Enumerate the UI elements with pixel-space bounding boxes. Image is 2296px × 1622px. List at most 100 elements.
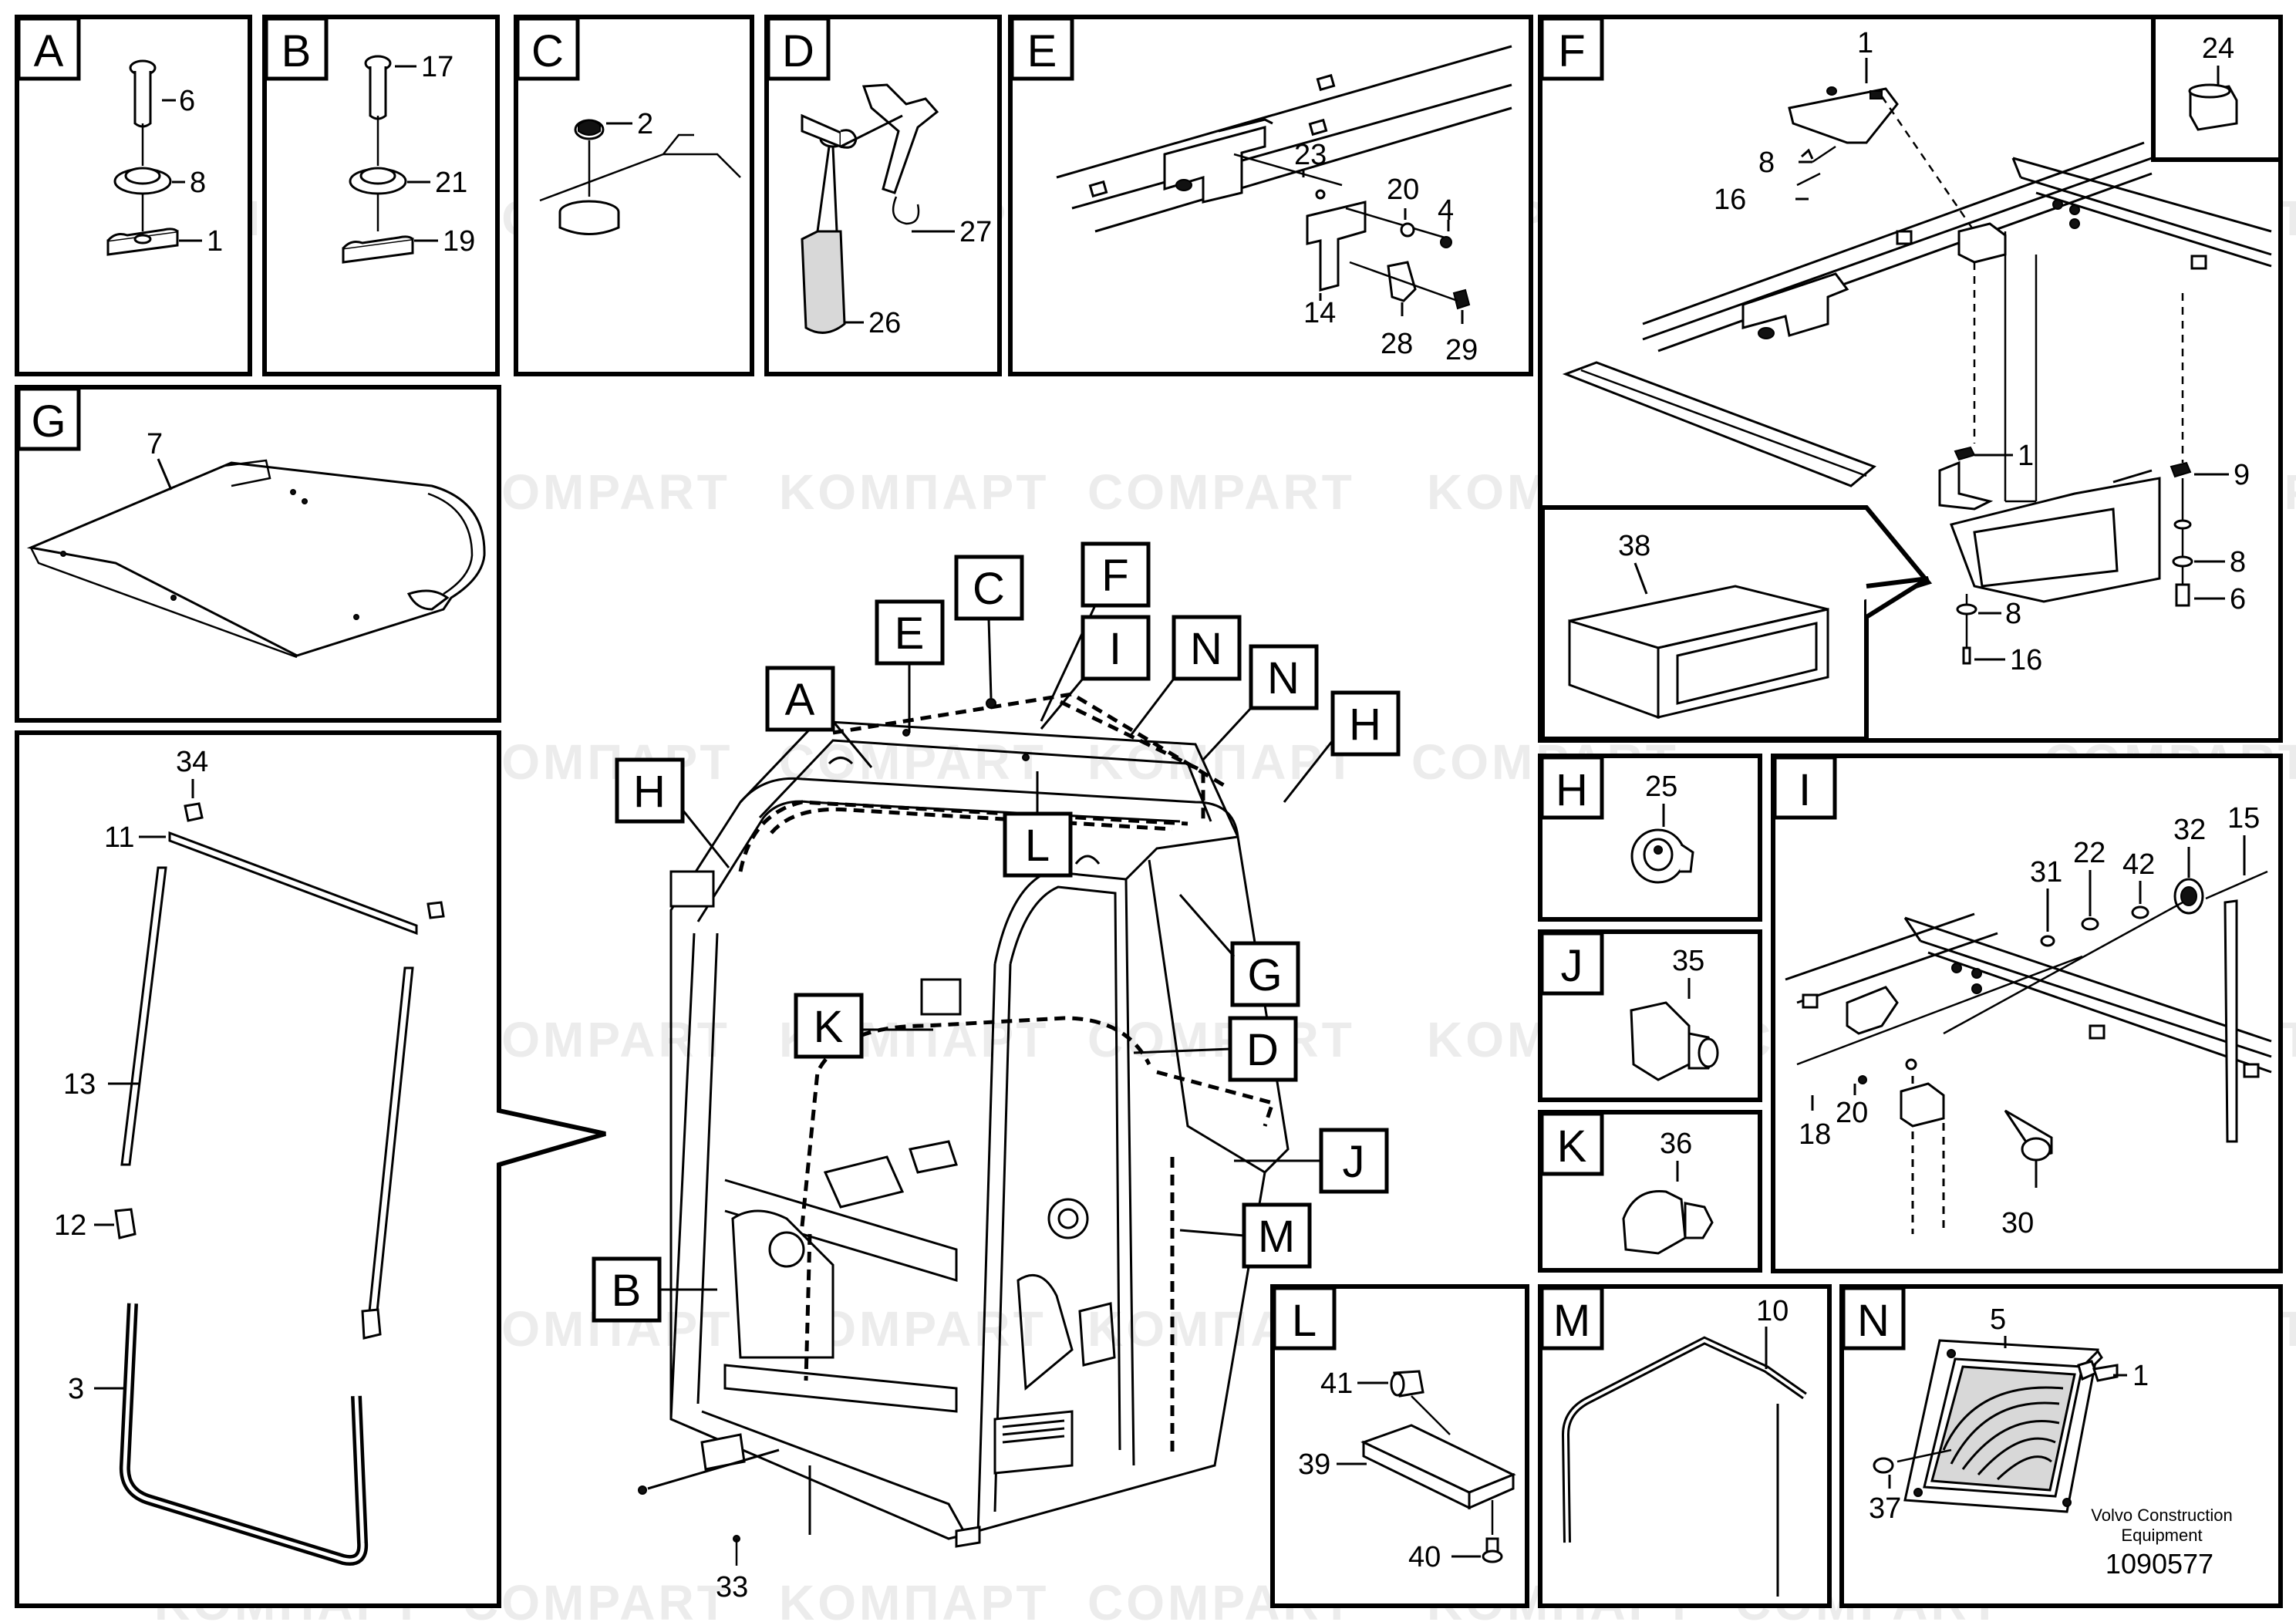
panel-c: C 2	[514, 15, 754, 376]
panel-m-label: M	[1553, 1296, 1590, 1346]
panel-l-label: L	[1292, 1296, 1317, 1346]
panel-m: M 10	[1538, 1284, 1832, 1608]
panel-i: I 31 22 42 32	[1771, 754, 2283, 1273]
part-number: 5	[1990, 1303, 2006, 1336]
part-number: 14	[1303, 297, 1336, 329]
part-number: 1	[2132, 1360, 2149, 1392]
panel-a-label-box	[16, 16, 81, 81]
panel-b: B 17 21 19	[262, 15, 500, 376]
part-number: 4	[1438, 194, 1454, 227]
part-number: 8	[1758, 147, 1775, 179]
callout-b: B	[612, 1266, 642, 1316]
part-number: 13	[63, 1068, 96, 1101]
part-number: 1	[207, 225, 223, 258]
part-number: 7	[147, 428, 163, 460]
watermark: COMPART	[463, 464, 730, 520]
part-number: 39	[1298, 1448, 1330, 1481]
panel-h-label: H	[1556, 765, 1588, 815]
part-number: 18	[1799, 1118, 1831, 1151]
part-number: 20	[1387, 174, 1419, 206]
part-number: 32	[2173, 814, 2206, 846]
part-number: 3	[68, 1373, 84, 1405]
panel-d: D 27 26	[764, 15, 1002, 376]
callout-e: E	[895, 609, 925, 659]
panel-f-label: F	[1558, 26, 1585, 76]
callout-j: J	[1343, 1137, 1365, 1187]
part-number: 33	[716, 1571, 748, 1603]
callout-h: H	[633, 767, 666, 817]
panel-c-label: C	[531, 26, 564, 76]
part-number: 16	[2010, 644, 2042, 676]
callout-g: G	[1247, 950, 1282, 1000]
panel-n-label: N	[1857, 1296, 1890, 1346]
panel-a-label: A	[34, 26, 64, 76]
callout-a: A	[785, 675, 815, 725]
callout-f: F	[1101, 551, 1128, 601]
watermark: COMPART	[463, 1012, 730, 1067]
callout-c: C	[973, 564, 1005, 614]
part-number: 30	[2001, 1207, 2034, 1239]
part-number: 2	[637, 108, 653, 140]
part-number: 8	[2005, 598, 2021, 630]
part-number: 8	[2230, 546, 2246, 578]
panel-window: 34 11 13 12 3	[15, 730, 606, 1608]
part-number: 6	[2230, 583, 2246, 615]
part-number: 25	[1645, 771, 1677, 803]
watermark: COMPART	[1087, 1012, 1355, 1067]
watermark: KOMПАРТ	[463, 734, 733, 790]
part-number: 36	[1660, 1128, 1692, 1160]
part-number: 23	[1294, 139, 1327, 171]
panel-e: E 23 20 4 14 28 29	[1008, 15, 1533, 376]
part-number: 6	[179, 85, 195, 117]
panel-d-label: D	[782, 26, 814, 76]
part-number: 37	[1869, 1492, 1901, 1525]
panel-n: N 5 1 37 Volvo Construction Equipment 10…	[1839, 1284, 2283, 1608]
part-number: 24	[2202, 32, 2234, 65]
part-number: 38	[1618, 530, 1650, 562]
panel-j: J 35	[1538, 929, 1762, 1102]
panel-b-label: B	[282, 26, 312, 76]
cab-callouts: A E C F I N N H H L	[592, 541, 1401, 1323]
callout-d: D	[1246, 1025, 1279, 1075]
part-number: 28	[1381, 328, 1413, 360]
callout-h: H	[1349, 700, 1381, 750]
panel-k: K 36	[1538, 1110, 1762, 1273]
watermark: KOMПАРТ	[779, 464, 1049, 520]
part-number: 20	[1836, 1097, 1868, 1129]
watermark: KOMПАРТ	[779, 1575, 1049, 1622]
part-number: 31	[2030, 856, 2062, 889]
watermark: COMPART	[1087, 464, 1355, 520]
part-number: 34	[176, 746, 208, 778]
callout-l: L	[1025, 821, 1050, 871]
callout-i: I	[1109, 624, 1121, 674]
part-number: 40	[1408, 1541, 1441, 1573]
watermark: COMPART	[463, 1575, 730, 1622]
part-number: 8	[190, 167, 206, 199]
watermark: COMPART	[779, 734, 1047, 790]
panel-e-label: E	[1027, 26, 1057, 76]
part-number: 19	[443, 225, 475, 258]
callout-m: M	[1258, 1212, 1295, 1262]
part-number: 12	[54, 1209, 86, 1242]
part-number: 42	[2122, 848, 2155, 881]
part-number: 10	[1756, 1295, 1789, 1327]
part-number: 29	[1445, 334, 1478, 366]
panel-l: L 41 39 40	[1270, 1284, 1529, 1608]
brand-line-1: Volvo Construction	[2091, 1506, 2232, 1525]
brand-line-2: Equipment	[2121, 1526, 2202, 1545]
panel-f: F 24	[1538, 15, 2283, 743]
callout-k: K	[814, 1002, 844, 1052]
part-number: 9	[2234, 459, 2250, 491]
part-number: 26	[868, 307, 901, 339]
part-number: 22	[2073, 837, 2106, 869]
panel-h: H 25	[1538, 754, 1762, 922]
callout-n: N	[1190, 624, 1222, 674]
panel-g-label: G	[31, 396, 66, 447]
panel-g: G 7	[15, 385, 501, 723]
callout-n: N	[1267, 653, 1300, 703]
part-number: 16	[1714, 184, 1746, 216]
part-number: 1	[1857, 27, 1873, 59]
cab-drawing: 33	[638, 692, 1290, 1603]
